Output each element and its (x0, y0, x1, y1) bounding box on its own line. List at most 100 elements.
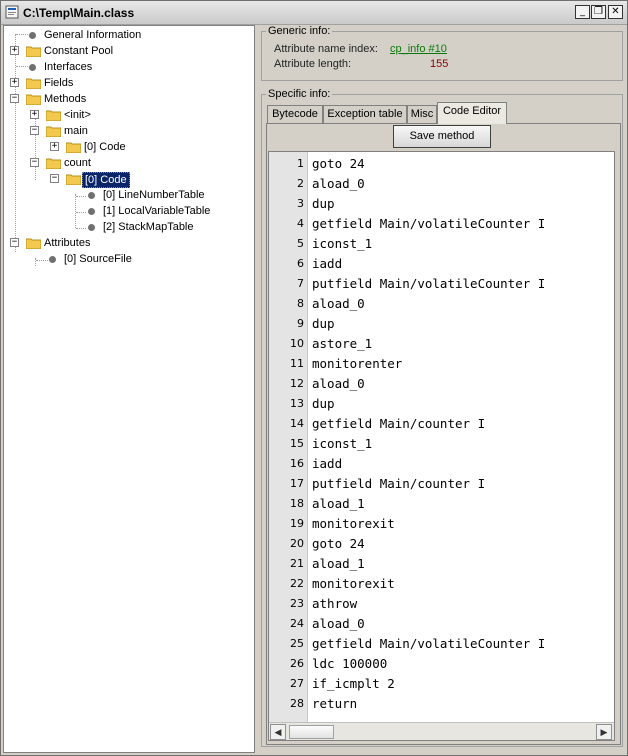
line-number: 19 (290, 517, 304, 530)
tab-bytecode[interactable]: Bytecode (267, 105, 323, 124)
code-text[interactable]: iconst_1 (312, 436, 373, 451)
collapse-icon[interactable]: − (30, 157, 39, 167)
code-text[interactable]: getfield Main/volatileCounter I (312, 636, 546, 651)
attribute-name-index-link[interactable]: cp_info #10 (390, 43, 447, 55)
code-text[interactable]: aload_0 (312, 176, 365, 191)
code-text[interactable]: iconst_1 (312, 236, 373, 251)
restore-button[interactable]: ❐ (591, 5, 606, 19)
code-text[interactable]: monitorexit (312, 576, 395, 591)
title-bar[interactable]: C:\Temp\Main.class _ ❐ ✕ (1, 1, 627, 25)
collapse-icon[interactable]: − (30, 125, 39, 135)
expand-icon[interactable]: + (30, 109, 39, 119)
code-text[interactable]: putfield Main/counter I (312, 476, 486, 491)
code-text[interactable]: getfield Main/counter I (312, 416, 486, 431)
generic-info-title: Generic info: (266, 25, 333, 37)
specific-info-group: Specific info: (261, 88, 623, 747)
close-button[interactable]: ✕ (608, 5, 623, 19)
code-text[interactable]: aload_0 (312, 616, 365, 631)
attribute-length-value: 155 (430, 58, 449, 70)
code-line[interactable]: 11 monitorenter (269, 354, 614, 374)
expand-icon[interactable]: + (50, 141, 59, 151)
code-text[interactable]: goto 24 (312, 536, 365, 551)
code-text[interactable]: putfield Main/volatileCounter I (312, 276, 546, 291)
scroll-right-icon[interactable]: ▶ (596, 724, 612, 740)
tab-exception-table[interactable]: Exception table (323, 105, 407, 124)
tree-item-label: [2] StackMapTable (103, 221, 194, 233)
class-tree[interactable]: General Information + Constant Pool Inte… (3, 25, 255, 753)
line-number: 20 (290, 537, 304, 550)
code-text[interactable]: monitorenter (312, 356, 403, 371)
code-text[interactable]: if_icmplt 2 (312, 676, 395, 691)
code-text[interactable]: goto 24 (312, 156, 365, 171)
code-text[interactable]: astore_1 (312, 336, 373, 351)
line-number: 16 (290, 457, 304, 470)
scroll-left-icon[interactable]: ◀ (270, 724, 286, 740)
line-number: 9 (297, 317, 304, 330)
code-line[interactable]: 19 monitorexit (269, 514, 614, 534)
code-text[interactable]: dup (312, 316, 335, 331)
tree-connector (15, 34, 16, 252)
code-line[interactable]: 20 goto 24 (269, 534, 614, 554)
folder-open-icon (46, 158, 61, 169)
code-text[interactable]: aload_0 (312, 376, 365, 391)
code-text[interactable]: iadd (312, 256, 343, 271)
collapse-icon[interactable]: − (10, 93, 19, 103)
code-line[interactable]: 9 dup (269, 314, 614, 334)
code-text[interactable]: dup (312, 196, 335, 211)
code-text[interactable]: iadd (312, 456, 343, 471)
tree-item-label: [0] LineNumberTable (103, 189, 205, 201)
line-number: 21 (290, 557, 304, 570)
collapse-icon[interactable]: − (10, 237, 19, 247)
expand-icon[interactable]: + (10, 45, 19, 55)
tab-code-editor[interactable]: Code Editor (437, 102, 507, 124)
scrollbar-thumb[interactable] (289, 725, 334, 739)
code-text[interactable]: monitorexit (312, 516, 395, 531)
line-number: 11 (290, 357, 304, 370)
code-text[interactable]: return (312, 696, 358, 711)
code-text[interactable]: aload_0 (312, 296, 365, 311)
expand-icon[interactable]: + (10, 77, 19, 87)
code-text[interactable]: aload_1 (312, 496, 365, 511)
tab-label: Misc (410, 108, 434, 120)
tree-connector (76, 196, 86, 197)
code-line[interactable]: 21 aload_1 (269, 554, 614, 574)
code-line[interactable]: 16 iadd (269, 454, 614, 474)
panel-splitter[interactable] (255, 25, 261, 753)
tab-misc[interactable]: Misc (407, 105, 437, 124)
code-text[interactable]: aload_1 (312, 556, 365, 571)
code-text[interactable]: dup (312, 396, 335, 411)
leaf-bullet-icon (88, 208, 95, 215)
minimize-button[interactable]: _ (575, 5, 590, 19)
save-method-button[interactable]: Save method (393, 125, 491, 148)
collapse-icon[interactable]: − (50, 173, 59, 183)
tree-connector (36, 260, 48, 261)
code-text[interactable]: ldc 100000 (312, 656, 388, 671)
horizontal-scrollbar[interactable]: ◀ ▶ (269, 722, 614, 740)
code-text[interactable]: athrow (312, 596, 358, 611)
code-text[interactable]: getfield Main/volatileCounter I (312, 216, 546, 231)
